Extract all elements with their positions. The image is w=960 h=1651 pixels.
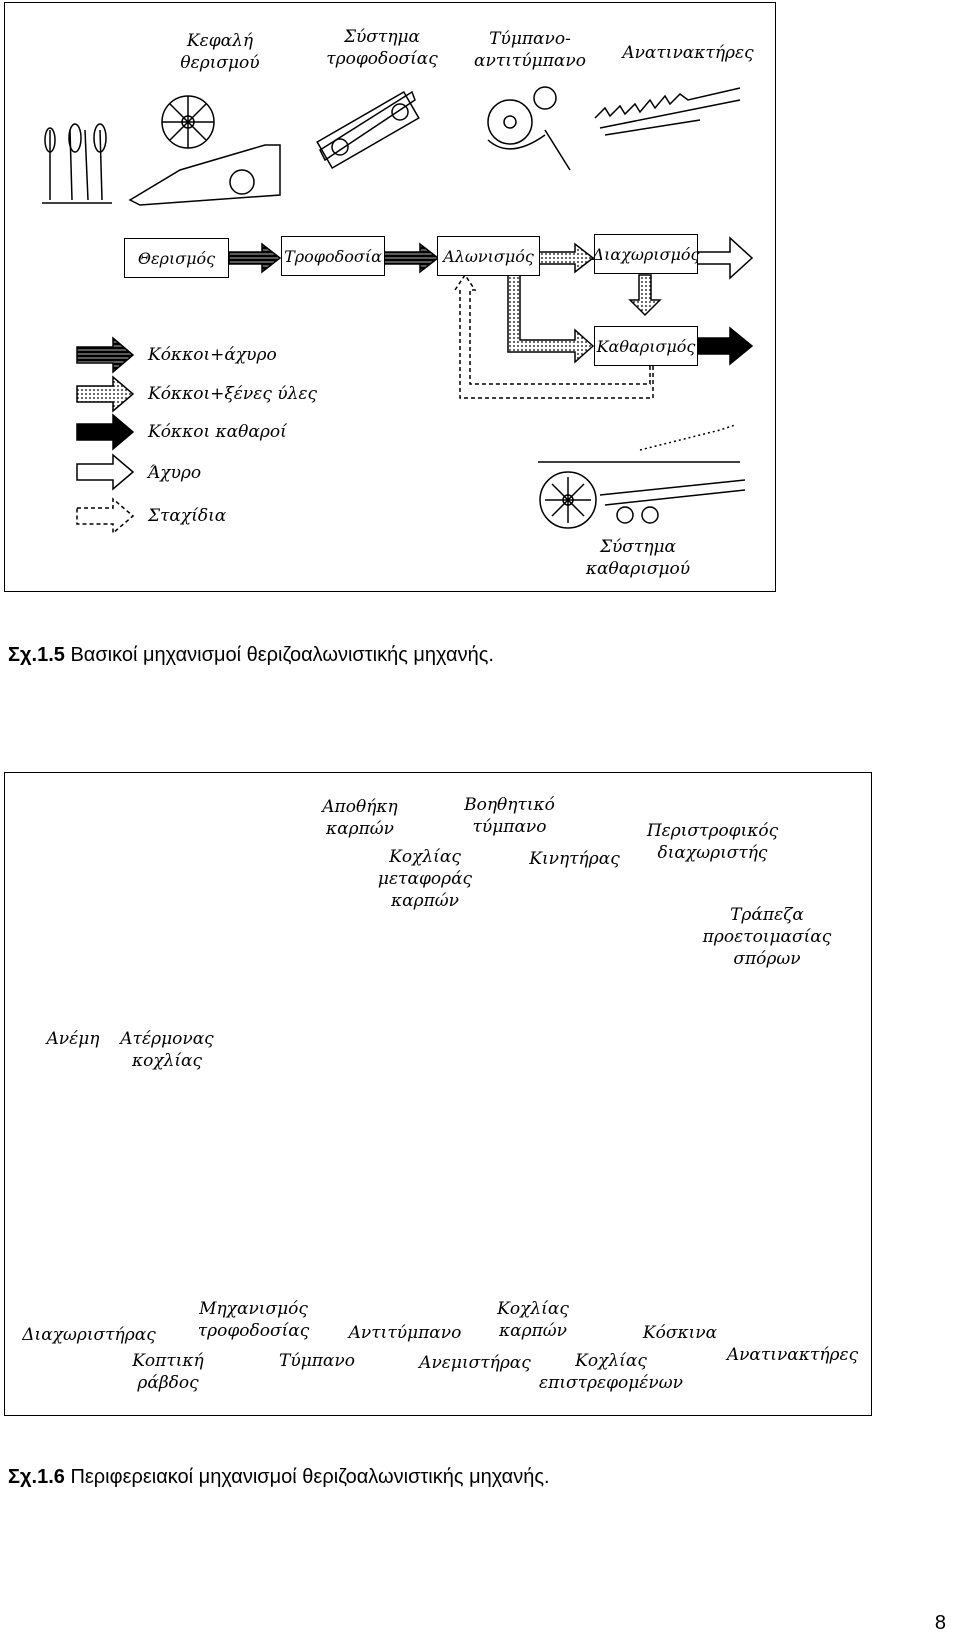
label-straw-walkers-top: Ανατινακτήρες bbox=[622, 43, 754, 63]
legend-chaff-heads: Σταχίδια bbox=[148, 506, 227, 526]
label-cutter-bar: Κοπτική ράβδος bbox=[132, 1351, 204, 1393]
label-sieves: Κόσκινα bbox=[642, 1323, 718, 1343]
legend-clean-grain: Κόκκοι καθαροί bbox=[148, 422, 287, 442]
box-feeding: Τροφοδοσία bbox=[281, 236, 385, 276]
box-separation: Διαχωρισμός bbox=[593, 234, 699, 274]
label-grain-auger: Κοχλίας μεταφοράς καρπών bbox=[377, 847, 473, 911]
legend-grain-straw: Κόκκοι+άχυρο bbox=[148, 345, 277, 365]
caption-fig-1-5-text: Βασικοί μηχανισμοί θεριζοαλωνιστικής μηχ… bbox=[70, 644, 494, 666]
caption-fig-1-5: Σχ.1.5 Βασικοί μηχανισμοί θεριζοαλωνιστι… bbox=[8, 644, 494, 667]
label-seedbed-table: Τράπεζα προετοιμασίας σπόρων bbox=[702, 905, 832, 969]
harvest-head-sketch bbox=[42, 95, 281, 206]
label-endless-auger: Ατέρμονας κοχλίας bbox=[120, 1029, 214, 1071]
label-feeder-mechanism: Μηχανισμός τροφοδοσίας bbox=[197, 1299, 310, 1341]
legend-arrows bbox=[76, 336, 135, 535]
cleaning-system-sketch bbox=[538, 424, 746, 529]
legend-grain-foreign: Κόκκοι+ξένες ύλες bbox=[148, 384, 317, 404]
label-grain-tank: Αποθήκη καρπών bbox=[322, 797, 398, 839]
drum-sketch bbox=[487, 86, 571, 171]
caption-fig-1-5-number: Σχ.1.5 bbox=[8, 644, 65, 666]
box-cleaning: Καθαρισμός bbox=[594, 326, 698, 366]
label-harvest-head: Κεφαλή θερισμού bbox=[180, 31, 260, 73]
straw-walkers-sketch bbox=[594, 87, 741, 136]
label-drum-concave: Τύμπανο- αντιτύμπανο bbox=[474, 29, 586, 71]
label-straw-walkers: Ανατινακτήρες bbox=[726, 1345, 859, 1365]
flow-arrows bbox=[228, 236, 754, 399]
label-aux-drum: Βοηθητικό τύμπανο bbox=[464, 795, 555, 837]
feeder-sketch bbox=[316, 90, 420, 170]
label-cleaning-system: Σύστημα καθαρισμού bbox=[585, 537, 691, 579]
label-rotary-separator: Περιστροφικός διαχωριστής bbox=[646, 821, 779, 863]
label-grain-screw: Κοχλίας καρπών bbox=[497, 1299, 569, 1341]
page-number: 8 bbox=[934, 1612, 946, 1634]
legend-straw: Άχυρο bbox=[148, 463, 202, 483]
label-reel: Ανέμη bbox=[46, 1029, 100, 1049]
label-drum: Τύμπανο bbox=[279, 1351, 355, 1371]
label-feeder-system: Σύστημα τροφοδοσίας bbox=[326, 27, 438, 69]
label-concave: Αντιτύμπανο bbox=[348, 1323, 462, 1343]
figure-2-frame bbox=[4, 772, 872, 1416]
box-harvest: Θερισμός bbox=[124, 238, 229, 278]
label-fan: Ανεμιστήρας bbox=[419, 1353, 531, 1373]
box-threshing: Αλωνισμός bbox=[437, 236, 540, 276]
caption-fig-1-6: Σχ.1.6 Περιφερειακοί μηχανισμοί θεριζοαλ… bbox=[8, 1466, 550, 1489]
label-tailings-screw: Κοχλίας επιστρεφομένων bbox=[539, 1351, 683, 1393]
label-engine: Κινητήρας bbox=[529, 849, 620, 869]
caption-fig-1-6-number: Σχ.1.6 bbox=[8, 1466, 65, 1488]
caption-fig-1-6-text: Περιφερειακοί μηχανισμοί θεριζοαλωνιστικ… bbox=[70, 1466, 550, 1488]
label-divider: Διαχωριστήρας bbox=[22, 1325, 156, 1345]
